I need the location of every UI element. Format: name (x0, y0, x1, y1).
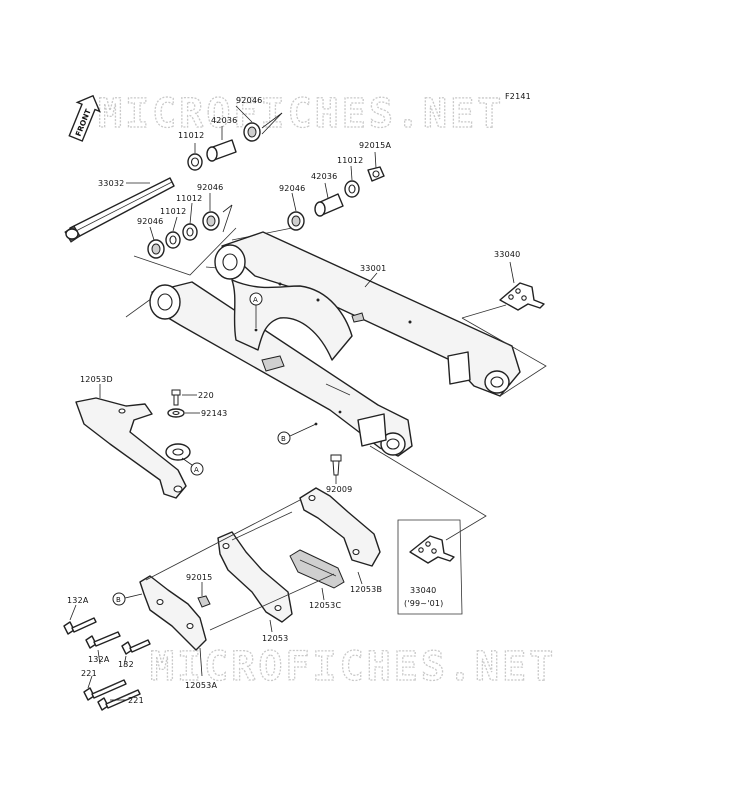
label-221-top: 221 (81, 669, 97, 678)
bolt-221-bottom (97, 689, 141, 711)
ref-b-guide: B (112, 592, 143, 606)
label-42036-top: 42036 (211, 116, 237, 125)
bearing-92046-mid (202, 211, 220, 231)
watermark-top: MICROFICHES.NET (98, 91, 504, 137)
cap-92015A (367, 166, 385, 182)
label-132: 132 (118, 660, 134, 669)
label-132A-bottom: 132A (88, 655, 110, 664)
label-33040-bottom: 33040 (410, 586, 436, 595)
svg-text:B: B (116, 596, 121, 604)
ref-a-swingarm: A (249, 292, 263, 328)
bolt-221-top (83, 679, 127, 701)
chain-guide-12053B (299, 487, 381, 567)
label-92046-left: 92046 (137, 217, 163, 226)
bearing-92046-right (287, 211, 305, 231)
bearing-92046-left (147, 239, 165, 259)
svg-text:A: A (253, 296, 258, 304)
bolt-132 (121, 639, 151, 655)
label-220: 220 (198, 391, 214, 400)
label-92015: 92015 (186, 573, 212, 582)
label-221-bottom: 221 (128, 696, 144, 705)
bolt-132A-bottom (85, 631, 121, 649)
bolt-92009 (330, 454, 342, 476)
watermark-bottom: MICROFICHES.NET (150, 644, 556, 690)
label-92046-right: 92046 (279, 184, 305, 193)
label-92015A: 92015A (359, 141, 391, 150)
label-33032: 33032 (98, 179, 124, 188)
label-11012-right: 11012 (337, 156, 363, 165)
ref-a-slider: A (181, 457, 204, 476)
label-92046-mid: 92046 (197, 183, 223, 192)
pivot-shaft (64, 177, 175, 243)
collar-42036-top (206, 139, 237, 162)
chain-plate-33040-top (499, 282, 545, 311)
collar-92143 (167, 408, 185, 418)
guide-pad-12053C (289, 549, 345, 589)
label-11012-mid: 11012 (176, 194, 202, 203)
svg-text:B: B (281, 435, 286, 443)
svg-text:A: A (194, 466, 199, 474)
label-92046-top: 92046 (236, 96, 262, 105)
bolt-220 (171, 389, 181, 406)
seal-11012-top (187, 153, 203, 171)
label-12053B: 12053B (350, 585, 382, 594)
guide-bracket-12053A (139, 575, 207, 651)
label-11012-mid2: 11012 (160, 207, 186, 216)
collar-42036-right (314, 193, 344, 217)
chain-slider-12053D (75, 397, 191, 499)
seal-11012-mid2 (165, 231, 181, 249)
label-33001: 33001 (360, 264, 386, 273)
label-12053D: 12053D (80, 375, 113, 384)
label-42036-right: 42036 (311, 172, 337, 181)
label-11012-top: 11012 (178, 131, 204, 140)
label-12053A: 12053A (185, 681, 217, 690)
ref-b-swingarm: B (277, 423, 317, 445)
label-92009: 92009 (326, 485, 352, 494)
chain-plate-33040-bottom-box (397, 519, 463, 615)
label-12053C: 12053C (309, 601, 341, 610)
label-132A-top: 132A (67, 596, 89, 605)
seal-11012-mid (182, 223, 198, 241)
nut-92015 (197, 595, 211, 608)
label-12053: 12053 (262, 634, 288, 643)
diagram-code: F2141 (505, 92, 531, 101)
bearing-92046-top (243, 122, 261, 142)
swingarm (149, 231, 521, 457)
guide-12053 (217, 531, 293, 623)
label-33040-top: 33040 (494, 250, 520, 259)
label-92143: 92143 (201, 409, 227, 418)
bolt-132A-top (63, 617, 97, 635)
seal-11012-right (344, 180, 360, 198)
label-33040-note: ('99~'01) (404, 599, 444, 608)
